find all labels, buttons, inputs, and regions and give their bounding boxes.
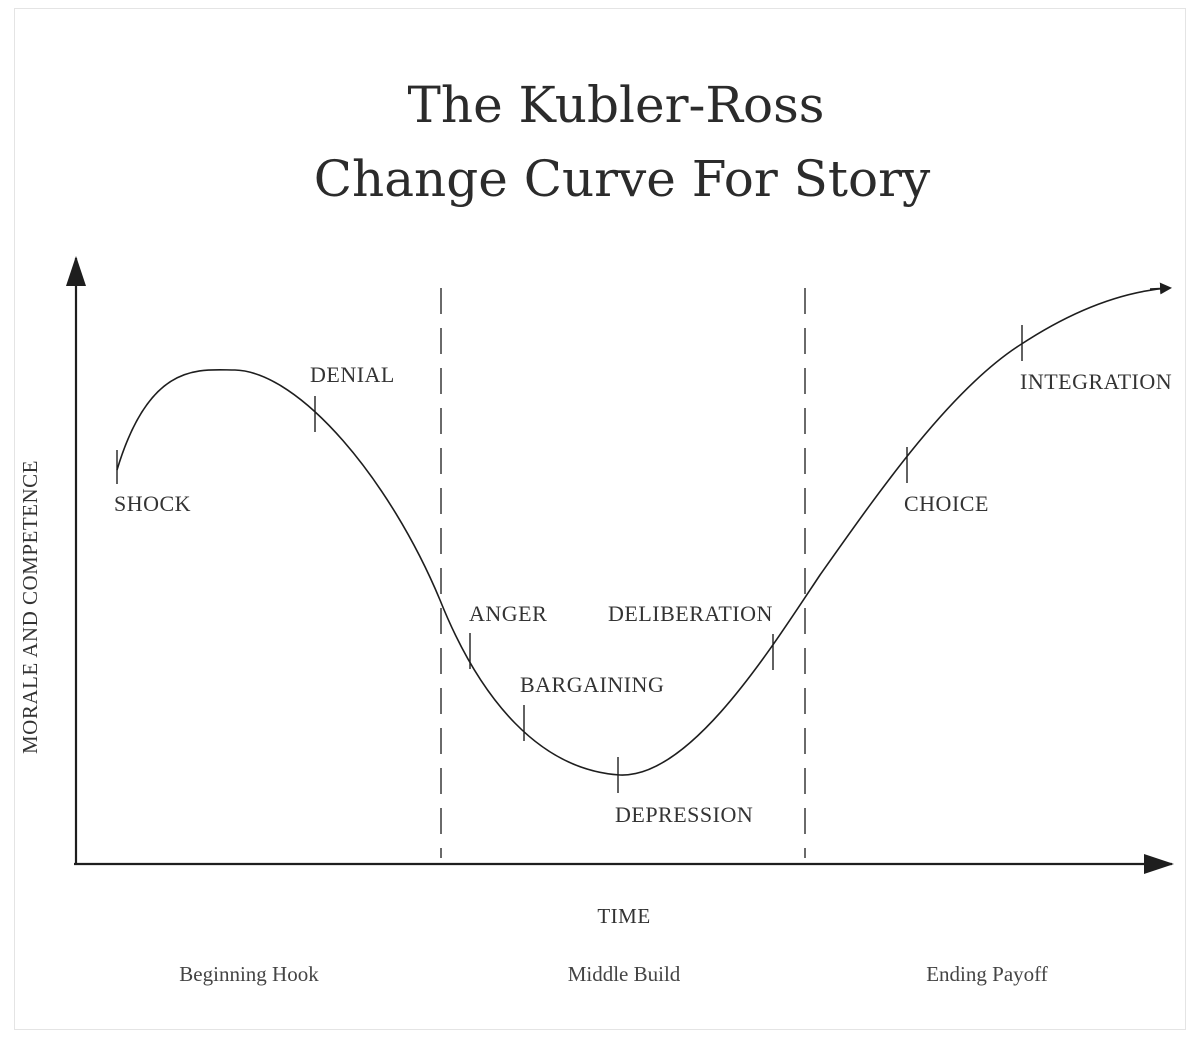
section-label-middle: Middle Build — [568, 962, 681, 986]
diagram-frame — [14, 8, 1186, 1030]
stage-label-depression: DEPRESSION — [615, 802, 753, 827]
section-label-beginning: Beginning Hook — [179, 962, 319, 986]
stage-label-integration: INTEGRATION — [1020, 369, 1172, 394]
stage-label-choice: CHOICE — [904, 491, 989, 516]
section-label-ending: Ending Payoff — [926, 962, 1048, 986]
change-curve — [116, 287, 1169, 776]
stage-label-denial: DENIAL — [310, 362, 395, 387]
y-axis-label: MORALE AND COMPETENCE — [18, 460, 42, 754]
curve-arrowhead — [1149, 282, 1172, 295]
title-line-1: The Kubler-Ross — [408, 76, 825, 134]
stage-label-bargaining: BARGAINING — [520, 672, 664, 697]
title-line-2: Change Curve For Story — [314, 150, 931, 208]
stage-label-anger: ANGER — [469, 601, 547, 626]
stage-label-deliberation: DELIBERATION — [608, 601, 773, 626]
stage-label-shock: SHOCK — [114, 491, 191, 516]
x-axis-label: TIME — [597, 904, 650, 928]
